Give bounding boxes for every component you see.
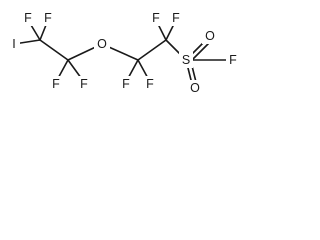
bond-c1-c2: [39, 39, 69, 61]
atom-labels: I O S O O F F F F F F F F F: [12, 11, 237, 95]
atom-c2-fluorine-bottom-right: F: [80, 77, 88, 91]
atom-ether-oxygen: O: [97, 37, 107, 51]
atom-sulfonyl-oxygen-upper: O: [205, 29, 215, 43]
atom-c3-fluorine-bottom-left: F: [122, 77, 130, 91]
atom-c4-fluorine-top-left: F: [152, 11, 160, 25]
bonds: [13, 19, 233, 85]
label-halos: [8, 10, 240, 96]
atom-c1-fluorine-top-right: F: [44, 11, 52, 25]
atom-c3-fluorine-bottom-right: F: [146, 77, 154, 91]
atom-sulfonyl-oxygen-lower: O: [190, 81, 200, 95]
atom-c4-fluorine-top-right: F: [172, 11, 180, 25]
atom-c2-fluorine-bottom-left: F: [52, 77, 60, 91]
bond-c3-c4: [137, 39, 167, 61]
chemical-structure: I O S O O F F F F F F F F F: [8, 10, 240, 96]
atom-sulfonyl-fluorine: F: [229, 53, 237, 67]
atom-c1-fluorine-top-left: F: [24, 11, 32, 25]
atom-sulfur: S: [182, 53, 190, 67]
atom-iodine: I: [12, 37, 15, 51]
